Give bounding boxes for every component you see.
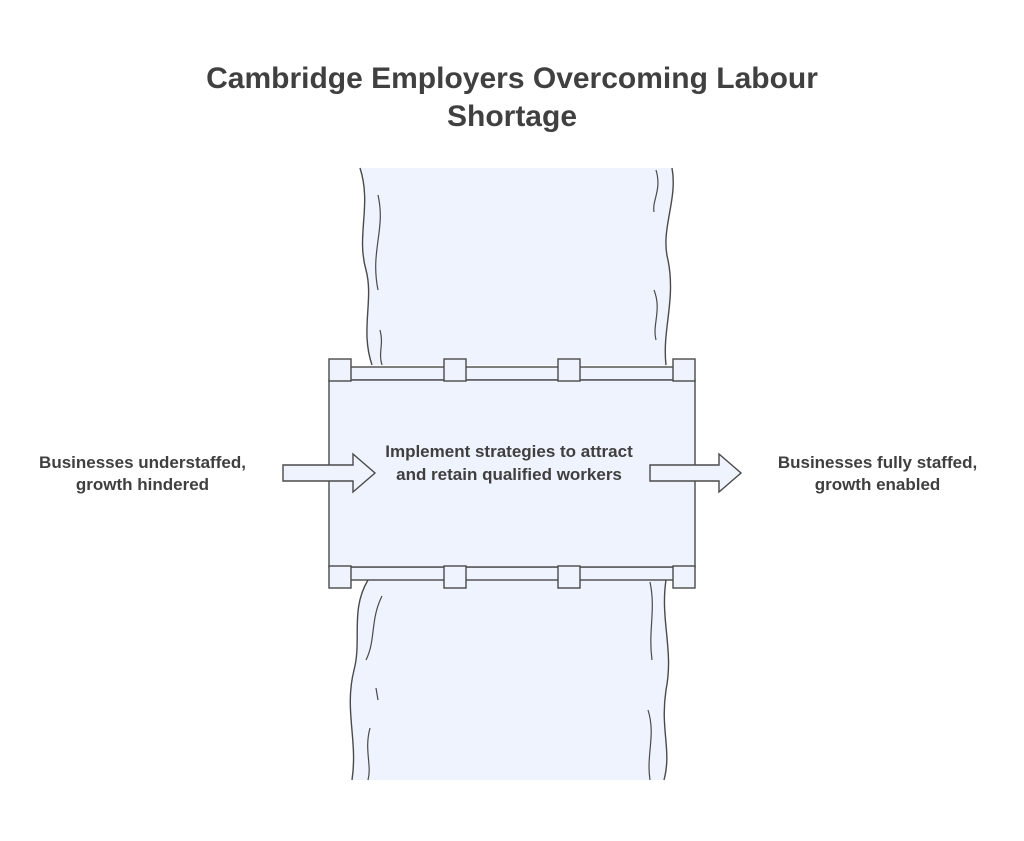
- bridge-post-bottom-4: [672, 565, 696, 589]
- bridge-top-rail: [339, 366, 684, 381]
- river-top: [360, 168, 674, 365]
- output-arrow-icon: [649, 452, 743, 494]
- bridge-post-bottom-3: [557, 565, 581, 589]
- river-bottom-left-inner: [365, 595, 383, 781]
- river-bottom-left-edge: [349, 579, 369, 781]
- river-bottom-right-edge: [663, 579, 670, 781]
- river-top-left-inner: [375, 194, 383, 366]
- river-top-right-edge: [664, 167, 674, 366]
- river-top-left-edge: [359, 167, 373, 366]
- page-title: Cambridge Employers Overcoming Labour Sh…: [206, 62, 818, 133]
- process-label: Implement strategies to attract and reta…: [385, 442, 633, 484]
- bridge-post-top-1: [328, 358, 352, 382]
- bridge-post-bottom-2: [443, 565, 467, 589]
- river-bottom-right-inner: [647, 581, 653, 781]
- process-box: [328, 379, 696, 568]
- input-label: Businesses understaffed, growth hindered: [39, 453, 246, 494]
- river-bottom: [350, 580, 669, 780]
- bridge-post-top-2: [443, 358, 467, 382]
- river-top-right-inner: [653, 169, 659, 341]
- input-arrow-icon: [282, 452, 377, 494]
- bridge-bottom-rail: [339, 566, 684, 581]
- bridge-post-top-3: [557, 358, 581, 382]
- bridge-post-bottom-1: [328, 565, 352, 589]
- bridge-post-top-4: [672, 358, 696, 382]
- output-label: Businesses fully staffed, growth enabled: [777, 453, 978, 494]
